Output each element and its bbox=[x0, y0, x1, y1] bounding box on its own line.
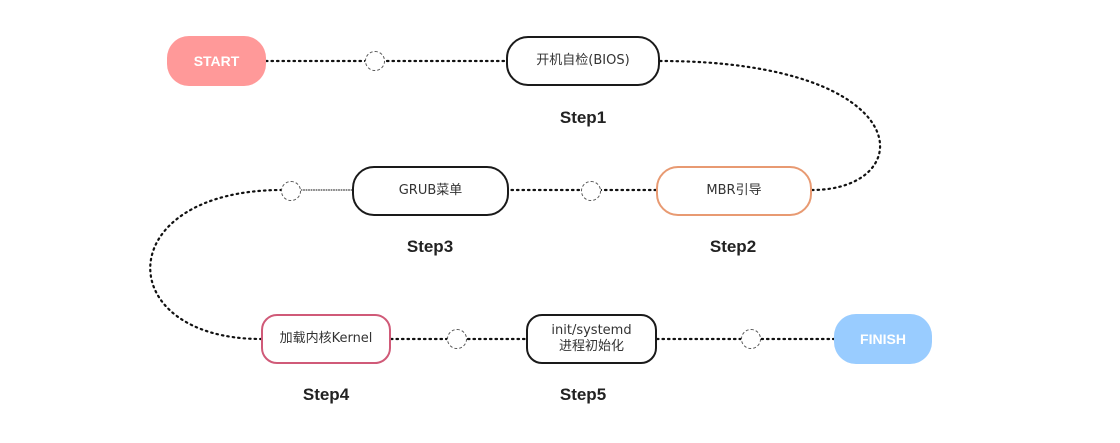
node-init: init/systemd 进程初始化 bbox=[526, 314, 657, 364]
connector-circle bbox=[581, 181, 601, 201]
connector-circle bbox=[281, 181, 301, 201]
edge-grub-kernel bbox=[149, 188, 284, 341]
connector-circle bbox=[741, 329, 761, 349]
step3-label: Step3 bbox=[406, 237, 454, 256]
edge-bios-mbr bbox=[658, 59, 882, 192]
step2-label: Step2 bbox=[709, 237, 757, 256]
node-mbr-label: MBR引导 bbox=[706, 183, 762, 198]
node-grub: GRUB菜单 bbox=[352, 166, 509, 216]
connector-circle bbox=[365, 51, 385, 71]
node-bios-label: 开机自检(BIOS) bbox=[536, 53, 630, 68]
step5-label: Step5 bbox=[559, 385, 607, 404]
start-terminal: START bbox=[167, 36, 266, 86]
finish-label: FINISH bbox=[860, 331, 906, 347]
finish-terminal: FINISH bbox=[834, 314, 932, 364]
node-mbr: MBR引导 bbox=[656, 166, 812, 216]
node-grub-label: GRUB菜单 bbox=[398, 183, 463, 198]
step4-label: Step4 bbox=[302, 385, 350, 404]
node-kernel-label: 加载内核Kernel bbox=[279, 331, 373, 346]
node-kernel: 加载内核Kernel bbox=[261, 314, 391, 364]
connector-circle bbox=[447, 329, 467, 349]
node-init-label: init/systemd 进程初始化 bbox=[551, 323, 632, 354]
node-bios: 开机自检(BIOS) bbox=[506, 36, 660, 86]
step1-label: Step1 bbox=[559, 108, 607, 127]
start-label: START bbox=[193, 53, 240, 69]
